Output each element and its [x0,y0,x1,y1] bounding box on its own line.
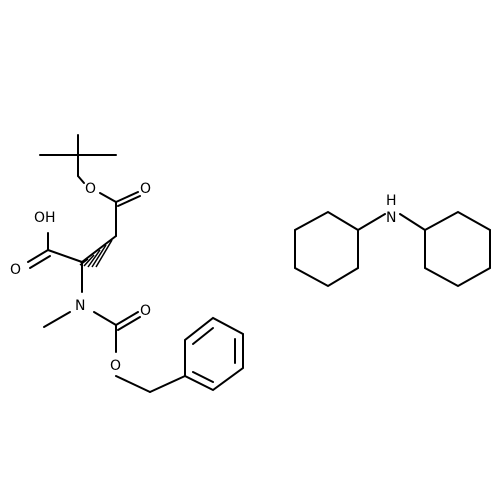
carbamate-nitrogen-label: N [75,298,85,314]
carbamate-ester-oxygen-label: O [110,358,121,374]
acid-hydroxyl-label: OH [34,210,56,226]
acid-carbonyl-oxygen-label: O [10,262,21,278]
stereo-hash-bond [79,239,113,268]
backbone-bonds [27,232,117,293]
ester-carbonyl-oxygen-label: O [140,181,151,197]
benzene-ring [184,316,244,392]
ester-bonds [99,191,141,237]
amine-hydrogen-label: H [386,193,397,209]
ester-oxygen-label: O [85,181,96,197]
carbamate-bonds [43,311,186,393]
amine-bonds [357,213,426,231]
carbamate-carbonyl-oxygen-label: O [140,303,151,319]
cyclohexyl-ring-right [424,210,491,288]
amine-nitrogen-label: N [386,210,396,226]
tert-butyl-group [39,134,117,184]
cyclohexyl-ring-left [294,210,359,288]
